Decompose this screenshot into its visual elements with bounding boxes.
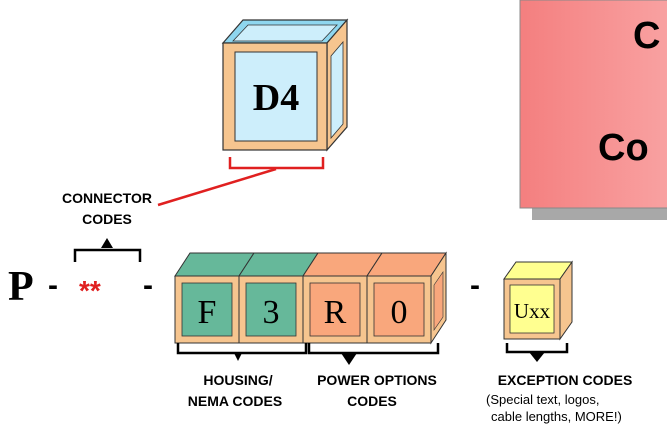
dash-1: -	[48, 269, 58, 302]
exception-code: Uxx	[514, 299, 551, 323]
power-code-2: 0	[391, 294, 408, 331]
exception-label-title: EXCEPTION CODES	[498, 372, 633, 388]
exception-cube: Uxx	[503, 260, 573, 341]
housing-label-line1: HOUSING/	[203, 372, 272, 388]
exception-label-line1: (Special text, logos,	[486, 392, 599, 407]
exception-bracket	[505, 343, 569, 362]
power-cube-1: R	[302, 252, 383, 344]
dash-2: -	[143, 269, 153, 302]
title-line-1: C	[633, 15, 660, 57]
connector-wildcard: **	[79, 275, 101, 306]
housing-code-2: 3	[263, 294, 280, 331]
connector-codes-label-line1: CONNECTOR	[62, 190, 152, 206]
housing-bracket	[176, 343, 308, 361]
connector-codes-label-line2: CODES	[82, 211, 132, 227]
dash-3: -	[470, 269, 480, 302]
connector-codes-bracket	[73, 238, 142, 262]
power-code-1: R	[324, 294, 347, 331]
exception-label-line2: cable lengths, MORE!)	[491, 409, 622, 424]
power-cube-2: 0	[366, 251, 447, 345]
connector-cube: D4	[221, 18, 349, 152]
power-bracket	[307, 343, 440, 365]
connector-cube-label: D4	[253, 77, 299, 119]
title-line-2: Co	[598, 127, 649, 169]
power-label-line2: CODES	[347, 393, 397, 409]
housing-cube-2: 3	[238, 252, 319, 344]
connector-pointer	[157, 157, 325, 207]
power-label-line1: POWER OPTIONS	[317, 372, 437, 388]
housing-label-line2: NEMA CODES	[188, 393, 282, 409]
housing-code-1: F	[198, 294, 217, 331]
title-box: C Co	[519, 0, 667, 220]
part-prefix: P	[8, 264, 34, 310]
